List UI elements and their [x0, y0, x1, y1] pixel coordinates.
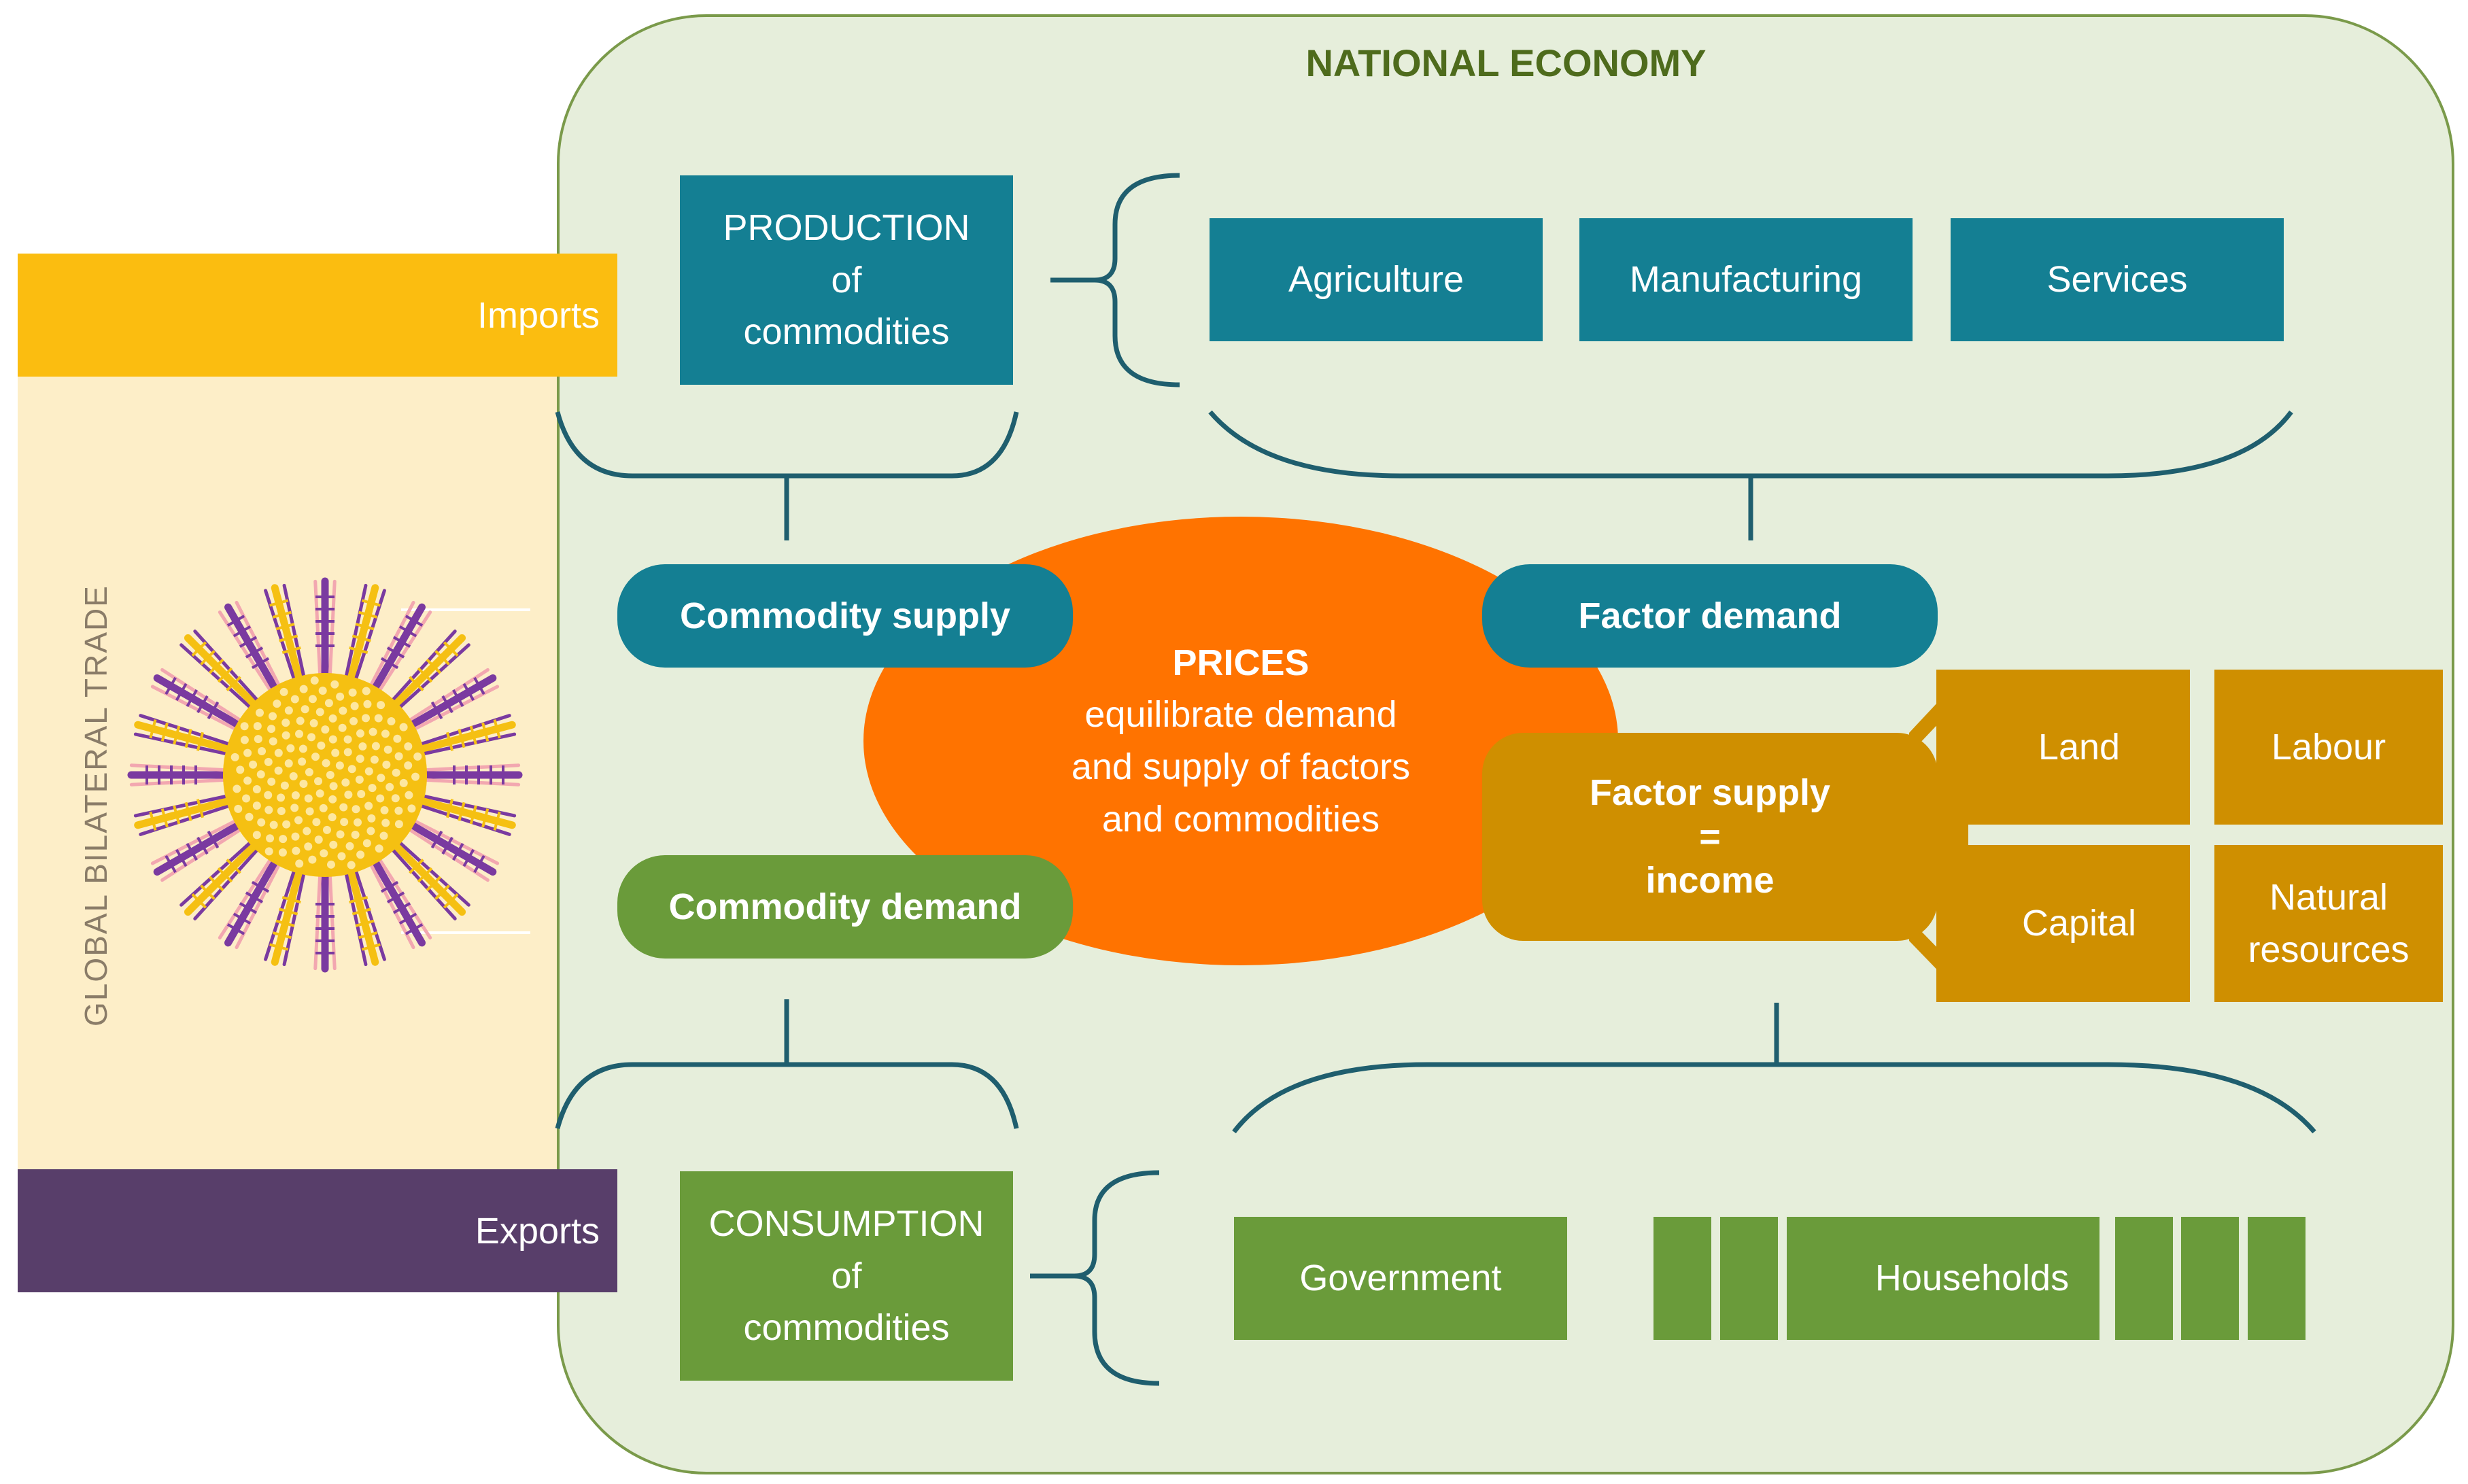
national-economy-title: NATIONAL ECONOMY	[1305, 41, 1707, 84]
agriculture-box: Agriculture	[1210, 218, 1543, 341]
household-stripe	[2248, 1217, 2306, 1340]
sector-brace-bottom	[1208, 410, 2293, 479]
prices-title: PRICES	[1172, 642, 1309, 683]
services-box: Services	[1951, 218, 2284, 341]
household-stripe	[1787, 1217, 1845, 1340]
natural-resources-line-1: Natural	[2269, 876, 2388, 918]
production-title: PRODUCTION	[723, 207, 970, 248]
commodity-demand-pill: Commodity demand	[617, 855, 1073, 959]
imports-label: Imports	[477, 294, 600, 336]
factor-supply-line-2: =	[1699, 816, 1721, 857]
production-box: PRODUCTION of commodities	[680, 175, 1013, 385]
factor-supply-line-3: income	[1645, 860, 1775, 901]
exports-bar: Exports	[18, 1169, 617, 1292]
consumption-brace-right	[1074, 1170, 1160, 1386]
household-stripe	[2181, 1217, 2239, 1340]
agents-brace-top	[1232, 1062, 2316, 1134]
prices-line-2: and supply of factors	[1071, 746, 1411, 787]
consumption-commodities: commodities	[743, 1307, 950, 1349]
factor-demand-pill: Factor demand	[1482, 564, 1938, 668]
households-box: Households	[1845, 1217, 2099, 1340]
prices-line-3: and commodities	[1101, 798, 1380, 840]
government-box: Government	[1234, 1217, 1567, 1340]
exports-label: Exports	[475, 1210, 600, 1252]
prices-line-1: equilibrate demand	[1084, 694, 1397, 736]
consumption-brace-top	[555, 1062, 1019, 1129]
imports-bar: Imports	[18, 254, 617, 377]
consumption-of: of	[831, 1255, 862, 1296]
capital-box: Capital	[1968, 845, 2190, 1002]
production-of: of	[831, 259, 862, 300]
factor-supply-line-1: Factor supply	[1589, 772, 1831, 813]
sector-brace-left	[1094, 173, 1180, 387]
household-stripe	[2115, 1217, 2173, 1340]
consumption-title: CONSUMPTION	[708, 1203, 984, 1244]
commodity-supply-pill: Commodity supply	[617, 564, 1073, 668]
factor-supply-box: Factor supply = income	[1482, 733, 1938, 941]
globe-icon	[127, 577, 530, 973]
natural-resources-line-2: resources	[2248, 929, 2410, 970]
production-commodities: commodities	[743, 311, 950, 353]
consumption-box: CONSUMPTION of commodities	[680, 1171, 1013, 1381]
household-stripe	[1720, 1217, 1778, 1340]
natural-resources-box: Natural resources	[2214, 845, 2443, 1002]
production-brace	[555, 411, 1019, 479]
land-box: Land	[1968, 670, 2190, 825]
household-stripe	[1653, 1217, 1711, 1340]
labour-box: Labour	[2214, 670, 2443, 825]
manufacturing-box: Manufacturing	[1579, 218, 1913, 341]
